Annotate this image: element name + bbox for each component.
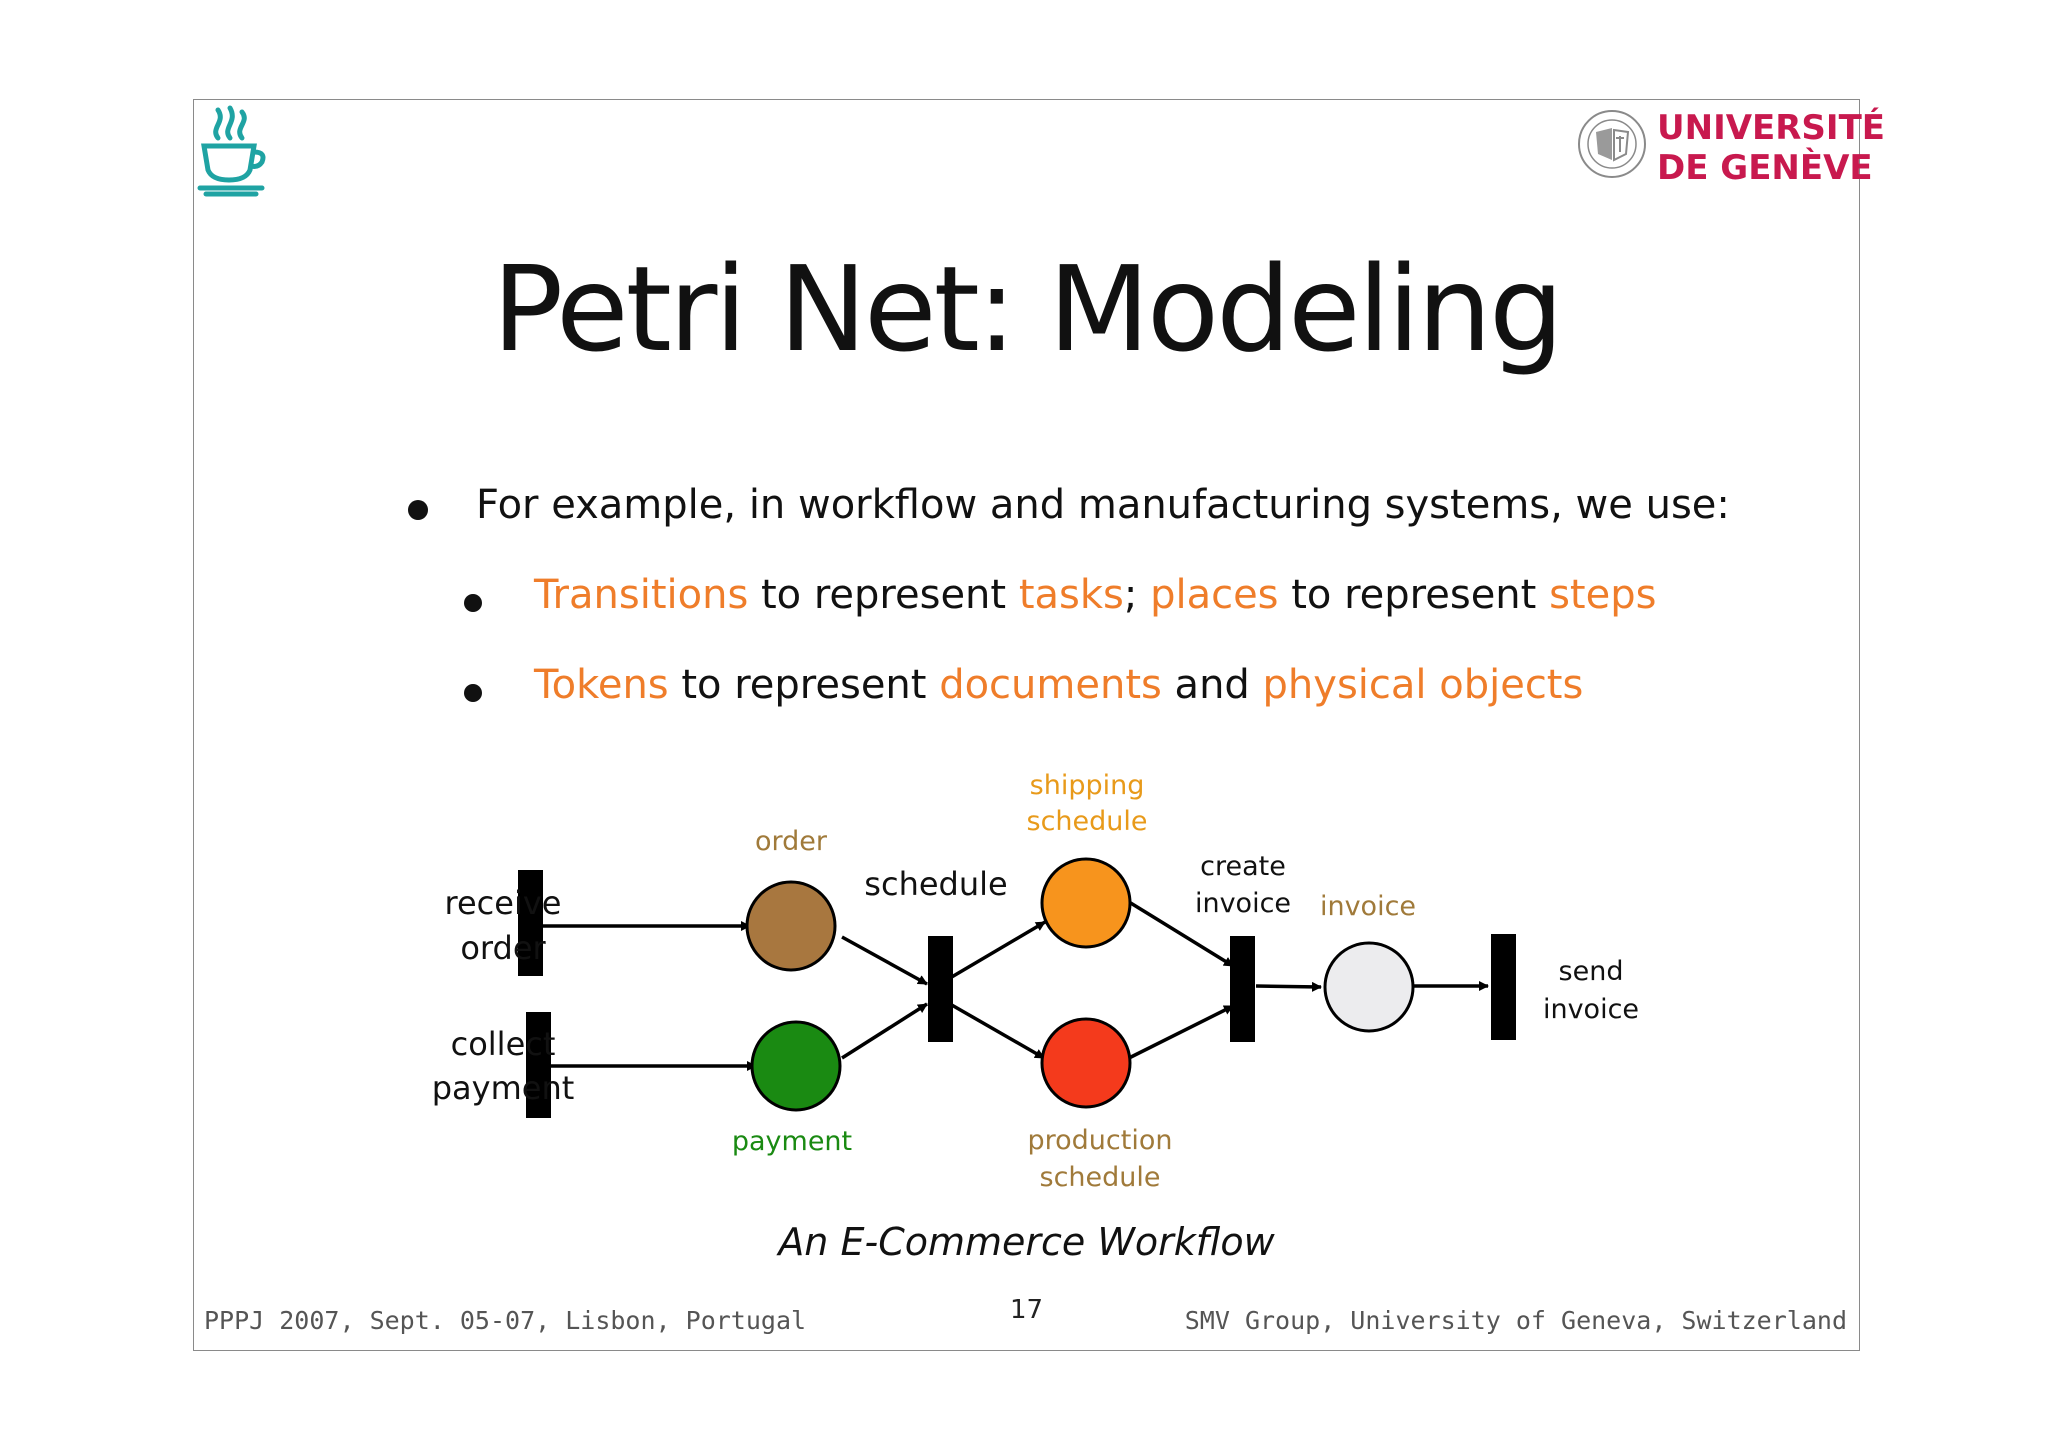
term-documents: documents xyxy=(939,662,1162,708)
transition-receive-order xyxy=(518,870,543,976)
university-name: UNIVERSITÉ DE GENÈVE xyxy=(1657,108,1885,188)
bullet-sub-tokens: Tokens to represent documents and physic… xyxy=(534,662,1583,708)
slide-title: Petri Net: Modeling xyxy=(492,240,1564,378)
place-shipping-schedule xyxy=(1040,857,1132,949)
text: to represent xyxy=(1278,572,1550,618)
label-create: create xyxy=(1200,851,1286,882)
place-order xyxy=(745,880,837,972)
label-place-invoice: invoice xyxy=(1320,891,1416,922)
label-order-transition: order xyxy=(460,929,546,967)
label-place-payment: payment xyxy=(732,1126,852,1157)
place-payment xyxy=(750,1020,842,1112)
place-production-schedule xyxy=(1040,1017,1132,1109)
slide: UNIVERSITÉ DE GENÈVE Petri Net: Modeling… xyxy=(193,99,1885,1351)
transition-schedule xyxy=(928,936,953,1042)
label-invoice-create: invoice xyxy=(1195,888,1291,919)
page-number: 17 xyxy=(1009,1295,1044,1325)
bullet-dot xyxy=(408,500,428,520)
university-name-line1: UNIVERSITÉ xyxy=(1657,108,1885,148)
arc-shipping-invoice xyxy=(1128,900,1234,968)
transition-send-invoice xyxy=(1491,934,1516,1040)
university-seal-icon xyxy=(1578,110,1646,178)
bullet-dot xyxy=(464,684,482,702)
footer-right: SMV Group, University of Geneva, Switzer… xyxy=(1184,1306,1847,1335)
text: and xyxy=(1161,662,1263,708)
arc-schedule-shipping xyxy=(949,920,1046,980)
text: to represent xyxy=(668,662,940,708)
label-collect: collect xyxy=(451,1025,556,1063)
bullet-dot xyxy=(464,594,482,612)
arc-schedule-production xyxy=(949,1002,1045,1060)
arc-create-invoice xyxy=(1255,981,1322,992)
text: ; xyxy=(1123,572,1151,618)
term-steps: steps xyxy=(1549,572,1657,618)
label-send: send xyxy=(1559,956,1624,987)
term-tokens: Tokens xyxy=(534,662,669,708)
term-places: places xyxy=(1150,572,1279,618)
label-payment-transition: payment xyxy=(432,1069,575,1107)
term-tasks: tasks xyxy=(1018,572,1124,618)
arc-payment-schedule xyxy=(841,1002,928,1060)
university-name-line2: DE GENÈVE xyxy=(1657,148,1873,188)
transition-collect-payment xyxy=(526,1012,551,1118)
footer-left: PPPJ 2007, Sept. 05-07, Lisbon, Portugal xyxy=(204,1306,807,1335)
label-schedule: schedule xyxy=(864,865,1007,903)
term-transitions: Transitions xyxy=(534,572,749,618)
bullet-main: For example, in workflow and manufacturi… xyxy=(476,482,1730,528)
label-receive: receive xyxy=(445,884,562,922)
bullet-sub-transitions: Transitions to represent tasks; places t… xyxy=(534,572,1656,618)
label-place-shipping-schedule: schedule xyxy=(1027,806,1148,837)
label-place-shipping: shipping xyxy=(1030,770,1145,801)
petri-net-diagram: receive order collect payment schedule c… xyxy=(432,770,1639,1193)
term-physical-objects: physical objects xyxy=(1262,662,1584,708)
transition-create-invoice xyxy=(1230,936,1255,1042)
text: to represent xyxy=(748,572,1019,618)
coffee-cup-icon xyxy=(197,105,266,197)
label-place-production-schedule: schedule xyxy=(1040,1162,1161,1193)
place-invoice xyxy=(1323,941,1415,1033)
arc-production-invoice xyxy=(1128,1004,1234,1060)
label-place-order: order xyxy=(755,826,828,857)
label-invoice-send: invoice xyxy=(1543,994,1639,1025)
diagram-caption: An E-Commerce Workflow xyxy=(778,1220,1275,1264)
arc-order-schedule xyxy=(841,935,928,986)
label-place-production: production xyxy=(1028,1125,1173,1156)
